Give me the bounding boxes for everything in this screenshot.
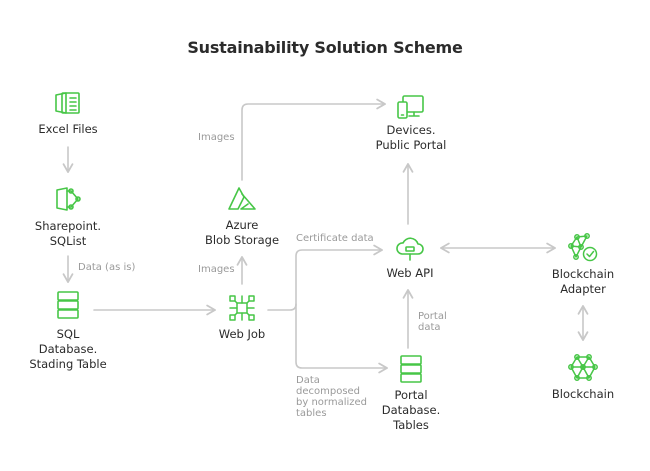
node-label-devices: Devices. Public Portal xyxy=(376,123,447,153)
edge-label-portal-data: Portal data xyxy=(418,311,447,333)
azure-icon xyxy=(226,185,258,213)
node-label-sql: SQL Database. Stading Table xyxy=(29,327,106,372)
edge-label-images-upper: Images xyxy=(198,132,235,143)
node-label-line: Blockchain xyxy=(551,267,615,281)
edge-webjob-certificate xyxy=(267,244,383,311)
spreadsheet-icon xyxy=(53,88,83,118)
node-label-azure: Azure Blob Storage xyxy=(205,218,279,248)
database-icon xyxy=(55,289,81,321)
database-icon xyxy=(398,353,424,385)
circuit-icon xyxy=(227,293,257,323)
blockchain-icon xyxy=(567,352,599,384)
node-label-blockchain: Blockchain xyxy=(551,387,615,401)
edge-label-decomposed-line: tables xyxy=(296,408,327,419)
node-label-webapi: Web API xyxy=(386,266,434,280)
edge-label-portal-data-line: data xyxy=(418,322,441,333)
diagram-title: Sustainability Solution Scheme xyxy=(187,38,463,57)
edge-label-data-as-is: Data (as is) xyxy=(78,262,136,273)
node-label-sharepoint: Sharepoint. SQList xyxy=(35,219,101,249)
node-label-line: SQList xyxy=(49,234,87,248)
node-label-webjob: Web Job xyxy=(218,327,266,341)
node-label-excel: Excel Files xyxy=(38,122,98,136)
edge-webjob-decomposed xyxy=(295,303,388,374)
edge-label-decomposed-line: decomposed xyxy=(296,386,361,397)
node-label-line: Database. xyxy=(38,342,98,356)
edge-label-images-lower: Images xyxy=(198,264,235,275)
edge-label-certificate-data: Certificate data xyxy=(296,233,374,244)
edge-label-decomposed: Data decomposed by normalized tables xyxy=(296,375,367,419)
node-label-adapter: Blockchain Adapter xyxy=(552,267,614,297)
edge-label-decomposed-line: by normalized xyxy=(296,397,368,408)
node-label-line: Azure xyxy=(225,218,259,232)
edge-label-portal-data-line: Portal xyxy=(418,311,447,322)
blockchain-check-icon xyxy=(567,232,599,264)
node-label-line: Devices. xyxy=(386,123,436,137)
node-label-line: Sharepoint. xyxy=(34,219,102,233)
sharepoint-icon xyxy=(53,184,83,214)
node-label-line: Tables xyxy=(393,418,429,432)
node-label-line: Stading Table xyxy=(29,357,107,371)
node-label-line: Portal xyxy=(394,388,428,402)
node-label-line: Blob Storage xyxy=(204,233,280,247)
cloud-icon xyxy=(394,234,426,262)
edge-label-decomposed-line: Data xyxy=(296,375,320,386)
node-label-line: Public Portal xyxy=(375,138,447,152)
devices-icon xyxy=(395,93,427,121)
edge-azure-to-devices xyxy=(241,98,386,181)
node-label-portaldb: Portal Database. Tables xyxy=(382,388,441,433)
node-label-line: SQL xyxy=(56,327,80,341)
node-label-line: Adapter xyxy=(560,282,606,296)
node-label-line: Database. xyxy=(381,403,441,417)
